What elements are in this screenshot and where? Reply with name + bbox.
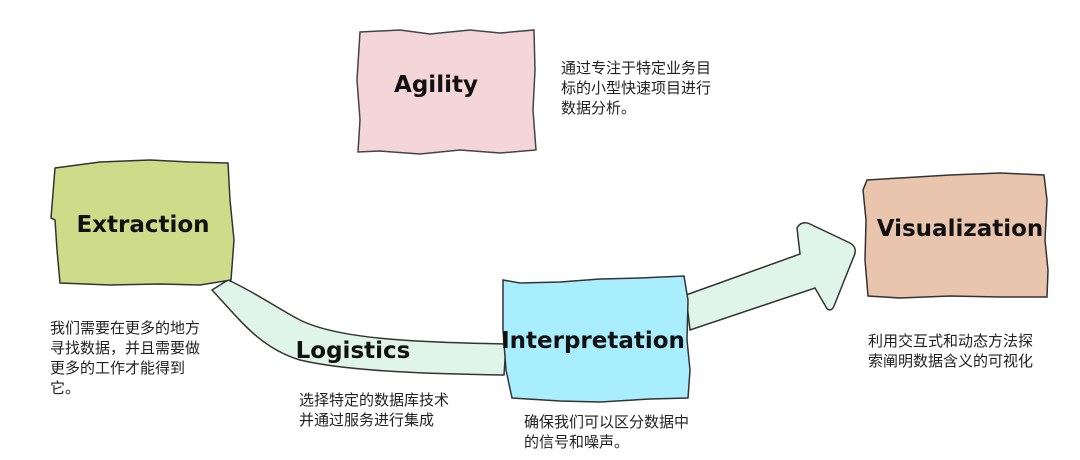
agility-desc-line: 通过专注于特定业务目 — [561, 59, 712, 77]
agility-description: 通过专注于特定业务目 标的小型快速项目进行 数据分析。 — [561, 58, 711, 118]
extraction-desc-line: 寻找数据，并且需要做 — [50, 339, 201, 357]
agility-title: Agility — [394, 72, 478, 98]
arrow-to-visualization — [685, 222, 856, 332]
logistics-title: Logistics — [296, 338, 411, 364]
logistics-description: 选择特定的数据库技术 并通过服务进行集成 — [299, 390, 449, 430]
extraction-desc-line: 它。 — [50, 379, 81, 397]
extraction-box — [50, 159, 235, 286]
visualization-box — [862, 172, 1049, 299]
logistics-connector — [210, 279, 507, 376]
visualization-desc-line: 索阐明数据含义的可视化 — [868, 352, 1034, 370]
interpretation-description: 确保我们可以区分数据中 的信号和噪声。 — [524, 412, 689, 452]
interpretation-box — [502, 275, 691, 403]
visualization-desc-line: 利用交互式和动态方法探 — [868, 332, 1034, 350]
extraction-description: 我们需要在更多的地方 寻找数据，并且需要做 更多的工作才能得到 它。 — [50, 318, 200, 398]
extraction-desc-line: 我们需要在更多的地方 — [50, 319, 201, 337]
interpretation-title: Interpretation — [501, 328, 685, 354]
logistics-desc-line: 并通过服务进行集成 — [299, 411, 435, 429]
visualization-title: Visualization — [877, 216, 1044, 242]
visualization-description: 利用交互式和动态方法探 索阐明数据含义的可视化 — [868, 331, 1033, 371]
interpretation-desc-line: 的信号和噪声。 — [524, 433, 630, 451]
agility-desc-line: 标的小型快速项目进行 — [561, 79, 712, 97]
extraction-desc-line: 更多的工作才能得到 — [50, 359, 186, 377]
agility-box — [356, 29, 537, 155]
logistics-desc-line: 选择特定的数据库技术 — [299, 391, 450, 409]
extraction-title: Extraction — [76, 212, 209, 238]
interpretation-desc-line: 确保我们可以区分数据中 — [524, 413, 690, 431]
agility-desc-line: 数据分析。 — [561, 99, 637, 117]
